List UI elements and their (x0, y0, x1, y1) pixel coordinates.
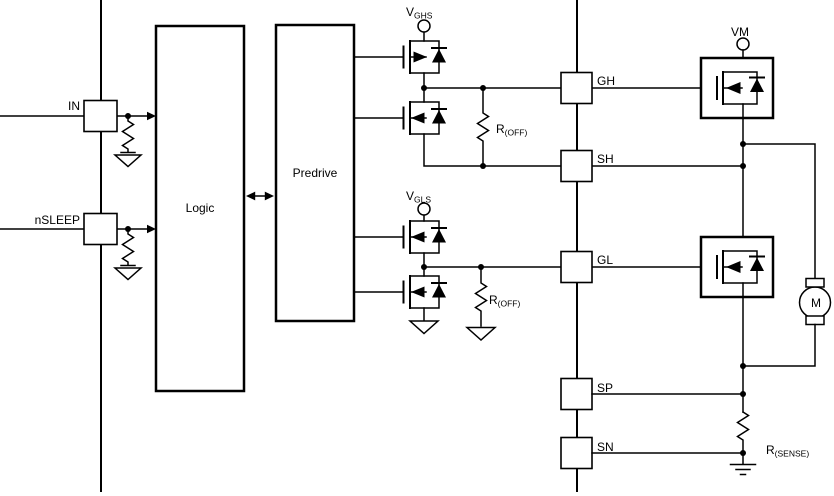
rsense-zigzag (736, 410, 750, 465)
gh-pin-box (560, 71, 593, 105)
vgls-label: VGLS (406, 189, 431, 205)
sh-pin-box (560, 149, 593, 183)
logic-label: Logic (186, 201, 215, 215)
vghs-terminal: VGHS (406, 5, 433, 42)
body-diode-icon (750, 257, 764, 271)
nsleep-pin-box (83, 212, 118, 246)
body-diode-icon (432, 284, 446, 298)
channel-arrow-icon (726, 261, 741, 273)
vgls-terminal: VGLS (406, 189, 431, 222)
in-pin-box (83, 99, 118, 133)
mosfet-low-sink (402, 275, 447, 335)
motor: M (798, 277, 832, 326)
pin-in: IN (0, 99, 156, 133)
sn-pin-box (560, 436, 593, 470)
roff-high-label: R(OFF) (496, 122, 527, 138)
junction-dot (740, 141, 746, 147)
pin-sn: SN (560, 436, 614, 470)
resistor-roff-high: R(OFF) (476, 87, 527, 167)
arrow-left-icon (246, 191, 256, 201)
ground-icon (113, 267, 143, 281)
junction-dot (480, 163, 486, 169)
sn-label: SN (597, 440, 614, 454)
gl-pin-box (560, 250, 593, 284)
predrive-box (274, 23, 356, 323)
pulldown-resistor-in (113, 115, 143, 168)
motor-label: M (811, 296, 821, 310)
junction-dot (740, 163, 746, 169)
junction-dot (740, 450, 746, 456)
motor-terminal-bottom (805, 315, 825, 326)
arrow-right-icon (264, 191, 274, 201)
predrive-block: Predrive (274, 23, 356, 323)
roff-high-zigzag (476, 87, 490, 167)
vgls-terminal-icon (417, 202, 431, 216)
motor-terminal-top (805, 277, 825, 288)
external-fet-high (699, 56, 775, 120)
sh-label: SH (597, 152, 614, 166)
junction-dot (480, 85, 486, 91)
junction-dot (421, 85, 427, 91)
resistor-in-zigzag (120, 115, 136, 154)
channel-arrow-icon (411, 112, 425, 124)
channel-arrow-icon (726, 82, 741, 94)
junction-dot (740, 391, 746, 397)
sp-pin-box (560, 377, 593, 411)
resistor-rsense: R(SENSE) (729, 410, 809, 476)
logic-box (154, 24, 246, 393)
mosfet-low-source (402, 220, 447, 254)
junction-dots (125, 85, 746, 456)
pulldown-resistor-nsleep (113, 228, 143, 281)
junction-dot (125, 226, 131, 232)
predrive-label: Predrive (293, 166, 338, 180)
vghs-terminal-icon (417, 19, 431, 33)
vghs-label: VGHS (406, 5, 433, 21)
pin-sh: SH (560, 149, 614, 183)
ground-icon (465, 326, 497, 342)
ground-icon (408, 320, 440, 335)
net-midpoint (742, 103, 816, 280)
body-diode-icon (432, 229, 446, 243)
vm-terminal-icon (736, 37, 750, 51)
pin-gl: GL (560, 250, 613, 284)
roff-low-label: R(OFF) (489, 293, 520, 309)
body-diode-icon (750, 78, 764, 92)
mosfet-leads (722, 250, 758, 284)
body-diode-icon (432, 49, 446, 63)
rsense-label: R(SENSE) (766, 443, 809, 459)
in-arrowhead-icon (147, 111, 156, 121)
gl-label: GL (597, 253, 613, 267)
mosfet-leads (722, 71, 758, 105)
gh-label: GH (597, 74, 615, 88)
pin-gh: GH (560, 71, 615, 105)
channel-arrow-icon (411, 231, 425, 243)
roff-low-zigzag (474, 266, 488, 327)
junction-dot (125, 113, 131, 119)
logic-predrive-arrow (246, 191, 274, 201)
junction-dot (478, 264, 484, 270)
logic-block: Logic (154, 24, 246, 393)
resistor-roff-low: R(OFF) (465, 266, 520, 342)
body-diode-icon (432, 110, 446, 124)
net-sh (423, 133, 744, 167)
junction-dot (421, 264, 427, 270)
mosfet-high-source (402, 40, 447, 74)
nsleep-arrowhead-icon (147, 224, 156, 234)
external-fet-low (699, 235, 775, 299)
channel-arrow-icon (413, 51, 427, 63)
vm-label: VM (731, 25, 749, 39)
junction-dot (740, 363, 746, 369)
earth-ground-icon (729, 463, 757, 476)
predrive-gate-leads (353, 56, 404, 293)
resistor-nsleep-zigzag (120, 228, 136, 267)
in-label: IN (68, 99, 80, 113)
ground-icon (113, 154, 143, 168)
mosfet-high-sink (402, 101, 447, 135)
nsleep-label: nSLEEP (35, 213, 80, 227)
channel-arrow-icon (411, 286, 425, 298)
sp-label: SP (597, 381, 613, 395)
pin-nsleep: nSLEEP (0, 212, 156, 246)
net-motor-return (742, 323, 816, 367)
